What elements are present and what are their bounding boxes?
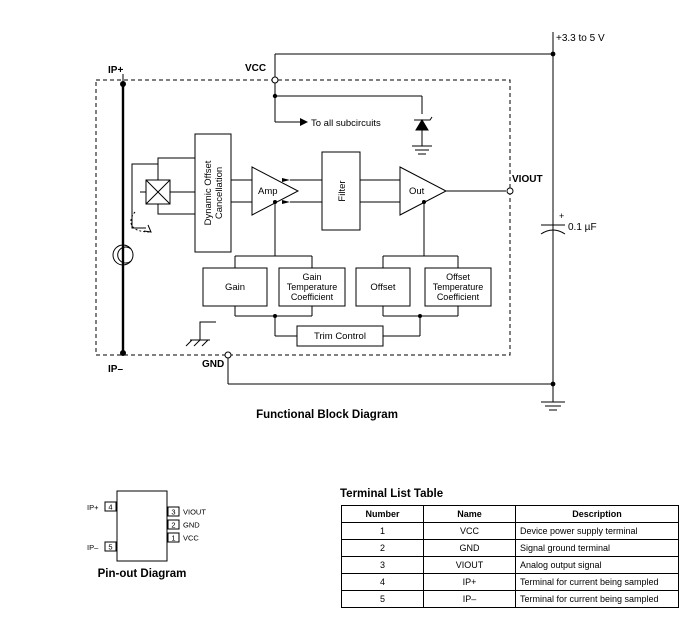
block-diagram-title: Functional Block Diagram — [256, 409, 398, 421]
pinout-right-pin-2: 2 GND — [167, 519, 200, 530]
svg-text:3: 3 — [171, 508, 175, 517]
svg-text:4: 4 — [108, 503, 112, 512]
gain-label: Gain — [225, 282, 245, 293]
pinout-right-pin-1: 3 VIOUT — [167, 506, 206, 517]
offset-tc-label-3: Coefficient — [437, 292, 480, 302]
table-row: 3 VIOUT Analog output signal — [341, 556, 679, 574]
table-header-row: Number Name Description — [341, 505, 679, 523]
offset-label: Offset — [370, 282, 396, 293]
table-row: 1 VCC Device power supply terminal — [341, 522, 679, 540]
cell-number: 4 — [341, 573, 424, 591]
dynamic-offset-label-2: Cancellation — [214, 167, 225, 219]
svg-text:VIOUT: VIOUT — [183, 508, 206, 517]
cell-description: Terminal for current being sampled — [515, 590, 679, 608]
pinout-left-pin-1: IP+ 4 — [87, 501, 117, 512]
cell-description: Signal ground terminal — [515, 539, 679, 557]
header-number: Number — [341, 505, 424, 523]
trim-control-label: Trim Control — [314, 331, 366, 342]
table-row: 4 IP+ Terminal for current being sampled — [341, 573, 679, 591]
offset-tc-label-2: Temperature — [433, 282, 484, 292]
cell-name: IP– — [423, 590, 516, 608]
gnd-label: GND — [202, 359, 224, 370]
cell-number: 2 — [341, 539, 424, 557]
amp-label: Amp — [258, 186, 278, 197]
svg-text:IP–: IP– — [87, 543, 99, 552]
vcc-label: VCC — [245, 63, 266, 74]
filter-block — [321, 151, 361, 231]
package-outline — [95, 79, 511, 356]
supply-label: +3.3 to 5 V — [556, 33, 605, 44]
gain-tc-label-1: Gain — [302, 272, 321, 282]
table-row: 5 IP– Terminal for current being sampled — [341, 590, 679, 608]
gain-tc-label-2: Temperature — [287, 282, 338, 292]
dynamic-offset-label: Dynamic Offset — [203, 160, 214, 225]
capacitor-plus: + — [559, 211, 564, 221]
cell-description: Terminal for current being sampled — [515, 573, 679, 591]
out-label: Out — [409, 186, 425, 197]
cell-description: Device power supply terminal — [515, 522, 679, 540]
ip-minus-label: IP– — [108, 364, 123, 375]
filter-label: Filter — [337, 180, 348, 201]
dynamic-offset-block — [194, 133, 232, 253]
terminal-table-title: Terminal List Table — [340, 488, 444, 500]
pinout-package — [116, 490, 168, 562]
cell-name: VIOUT — [423, 556, 516, 574]
cell-number: 3 — [341, 556, 424, 574]
offset-tc-label-1: Offset — [446, 272, 470, 282]
capacitor-label: 0.1 µF — [568, 222, 597, 233]
table-row: 2 GND Signal ground terminal — [341, 539, 679, 557]
cell-description: Analog output signal — [515, 556, 679, 574]
svg-text:2: 2 — [171, 521, 175, 530]
subcircuits-label: To all subcircuits — [311, 118, 381, 129]
header-description: Description — [515, 505, 679, 523]
svg-text:5: 5 — [108, 543, 112, 552]
gain-tc-label-3: Coefficient — [291, 292, 334, 302]
cell-name: VCC — [423, 522, 516, 540]
pinout-left-pin-2: IP– 5 — [87, 541, 117, 552]
svg-text:VCC: VCC — [183, 534, 199, 543]
cell-name: IP+ — [423, 573, 516, 591]
viout-label: VIOUT — [512, 174, 543, 185]
pinout-title: Pin-out Diagram — [98, 568, 187, 580]
header-name: Name — [423, 505, 516, 523]
cell-name: GND — [423, 539, 516, 557]
pinout-right-pin-3: 1 VCC — [167, 532, 199, 543]
svg-text:IP+: IP+ — [87, 503, 99, 512]
cell-number: 1 — [341, 522, 424, 540]
cell-number: 5 — [341, 590, 424, 608]
svg-text:1: 1 — [171, 534, 175, 543]
ip-plus-label: IP+ — [108, 65, 123, 76]
svg-text:GND: GND — [183, 521, 200, 530]
terminal-list-table: Number Name Description 1 VCC Device pow… — [341, 505, 679, 608]
